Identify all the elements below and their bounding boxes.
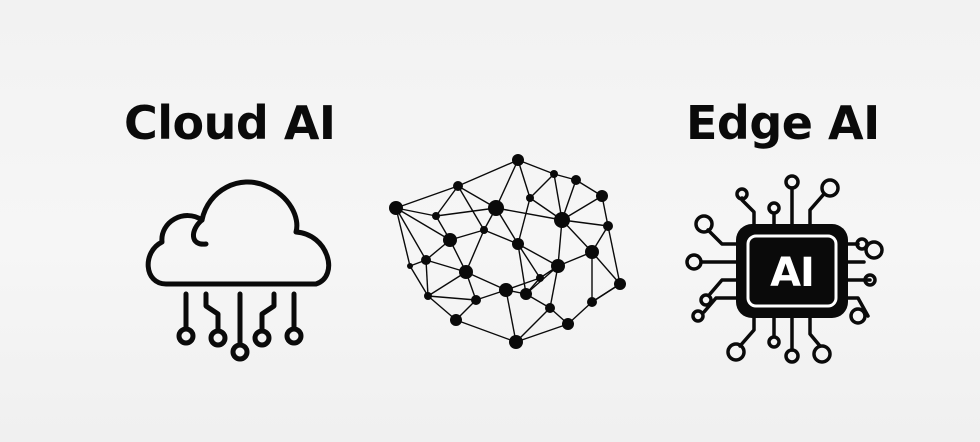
network-edge xyxy=(455,319,517,343)
network-edge xyxy=(395,207,411,267)
network-edge xyxy=(591,251,621,285)
network-edge xyxy=(607,225,621,285)
network-node xyxy=(443,233,457,247)
chip-body xyxy=(736,224,848,318)
network-edge xyxy=(395,207,451,241)
network-edge xyxy=(517,243,541,279)
network-node xyxy=(424,292,432,300)
network-edge xyxy=(425,259,429,297)
network-edge xyxy=(465,229,485,273)
edge-ai-heading: Edge AI xyxy=(686,96,880,150)
neural-network-icon xyxy=(389,154,626,349)
network-edge xyxy=(457,185,485,231)
network-node xyxy=(512,238,524,250)
network-edge xyxy=(517,159,555,175)
network-node xyxy=(453,181,463,191)
network-node xyxy=(480,226,488,234)
chip-label: AI xyxy=(770,250,814,296)
network-edge xyxy=(517,197,531,245)
network-edge xyxy=(483,229,519,245)
network-node xyxy=(536,274,544,282)
network-node xyxy=(407,263,413,269)
network-edge xyxy=(395,207,427,261)
network-edge xyxy=(517,243,527,295)
network-edge xyxy=(529,173,555,199)
network-node xyxy=(545,303,555,313)
network-node xyxy=(520,288,532,300)
network-node xyxy=(432,212,440,220)
network-edge xyxy=(505,289,517,343)
network-node xyxy=(587,297,597,307)
network-node xyxy=(421,255,431,265)
network-edge xyxy=(495,159,519,209)
network-edge xyxy=(435,185,459,217)
network-edge xyxy=(457,159,519,187)
network-node xyxy=(471,295,481,305)
network-node xyxy=(450,314,462,326)
network-edge xyxy=(465,271,507,291)
network-node xyxy=(562,318,574,330)
network-edge xyxy=(495,207,563,221)
network-node xyxy=(551,259,565,273)
network-edge xyxy=(515,323,569,343)
network-node xyxy=(585,245,599,259)
network-edge xyxy=(517,159,531,199)
cloud-ai-heading: Cloud AI xyxy=(124,96,336,150)
network-edge xyxy=(409,265,429,297)
network-node xyxy=(571,175,581,185)
network-edge xyxy=(517,243,559,267)
network-edge xyxy=(427,295,477,301)
network-node xyxy=(614,278,626,290)
network-edge xyxy=(395,185,459,209)
cloud-circuit-icon xyxy=(145,179,332,362)
network-node xyxy=(596,190,608,202)
ai-chip-icon: AI xyxy=(685,174,884,364)
network-edge xyxy=(427,271,467,297)
network-node xyxy=(526,194,534,202)
network-node xyxy=(512,154,524,166)
network-node xyxy=(509,335,523,349)
network-node xyxy=(603,221,613,231)
network-node xyxy=(550,170,558,178)
network-edge xyxy=(549,265,559,309)
network-node xyxy=(488,200,504,216)
network-node xyxy=(499,283,513,297)
network-node xyxy=(554,212,570,228)
network-node xyxy=(459,265,473,279)
network-edge xyxy=(435,207,497,217)
network-node xyxy=(389,201,403,215)
network-edge xyxy=(427,295,457,321)
network-edge xyxy=(515,307,551,343)
